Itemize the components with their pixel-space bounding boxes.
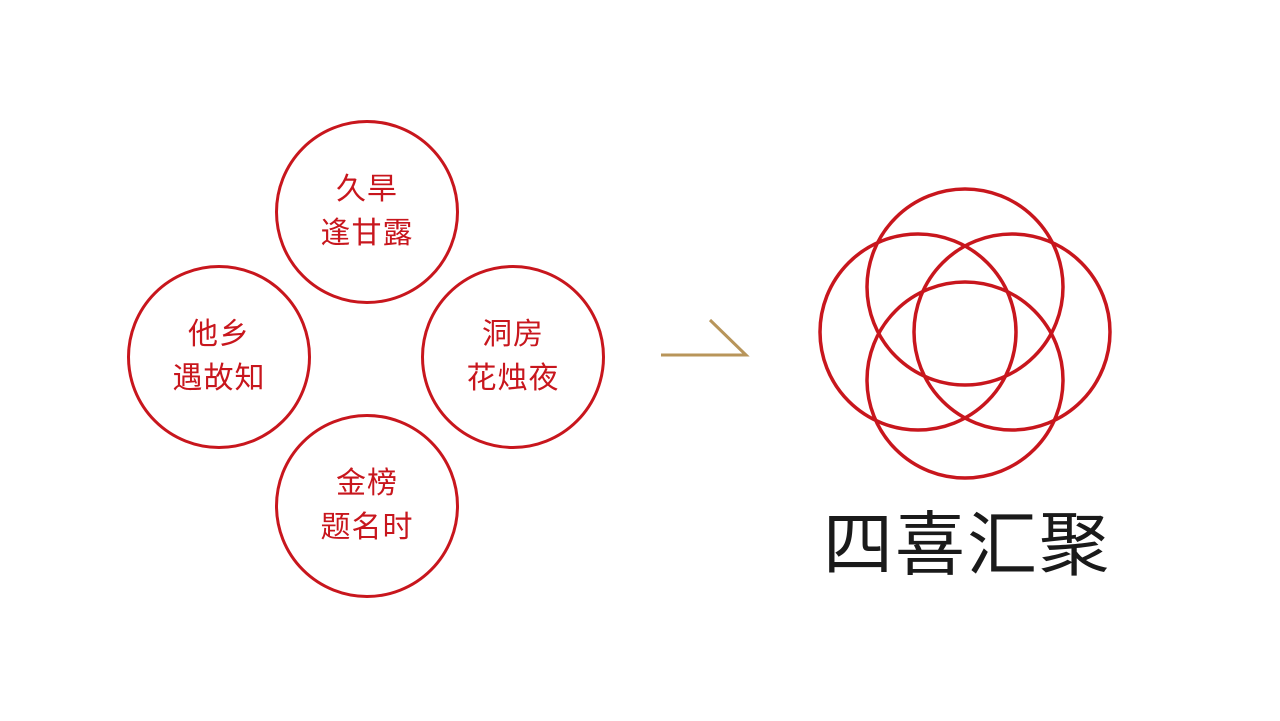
circle-bottom-line2: 题名时 [320, 510, 414, 545]
arrow-icon [661, 318, 750, 357]
circle-top-line2: 逢甘露 [320, 216, 414, 251]
logo-circle-right [912, 232, 1112, 432]
circle-left: 他乡 遇故知 [127, 265, 311, 449]
circle-left-line2: 遇故知 [172, 361, 266, 396]
logo-circle-left [818, 232, 1018, 432]
circle-top-line1: 久旱 [336, 172, 398, 207]
circle-right-line2: 花烛夜 [466, 361, 560, 396]
logo-title: 四喜汇聚 [823, 504, 1111, 586]
circle-bottom-line1: 金榜 [336, 466, 398, 501]
circle-right-line1: 洞房 [482, 317, 544, 352]
circle-left-line1: 他乡 [188, 317, 250, 352]
four-circles-logo-icon [818, 187, 1112, 480]
circle-top: 久旱 逢甘露 [275, 120, 459, 304]
circle-right: 洞房 花烛夜 [421, 265, 605, 449]
logo-circle-bottom [865, 280, 1065, 480]
circle-bottom: 金榜 题名时 [275, 414, 459, 598]
logo-circle-top [865, 187, 1065, 387]
